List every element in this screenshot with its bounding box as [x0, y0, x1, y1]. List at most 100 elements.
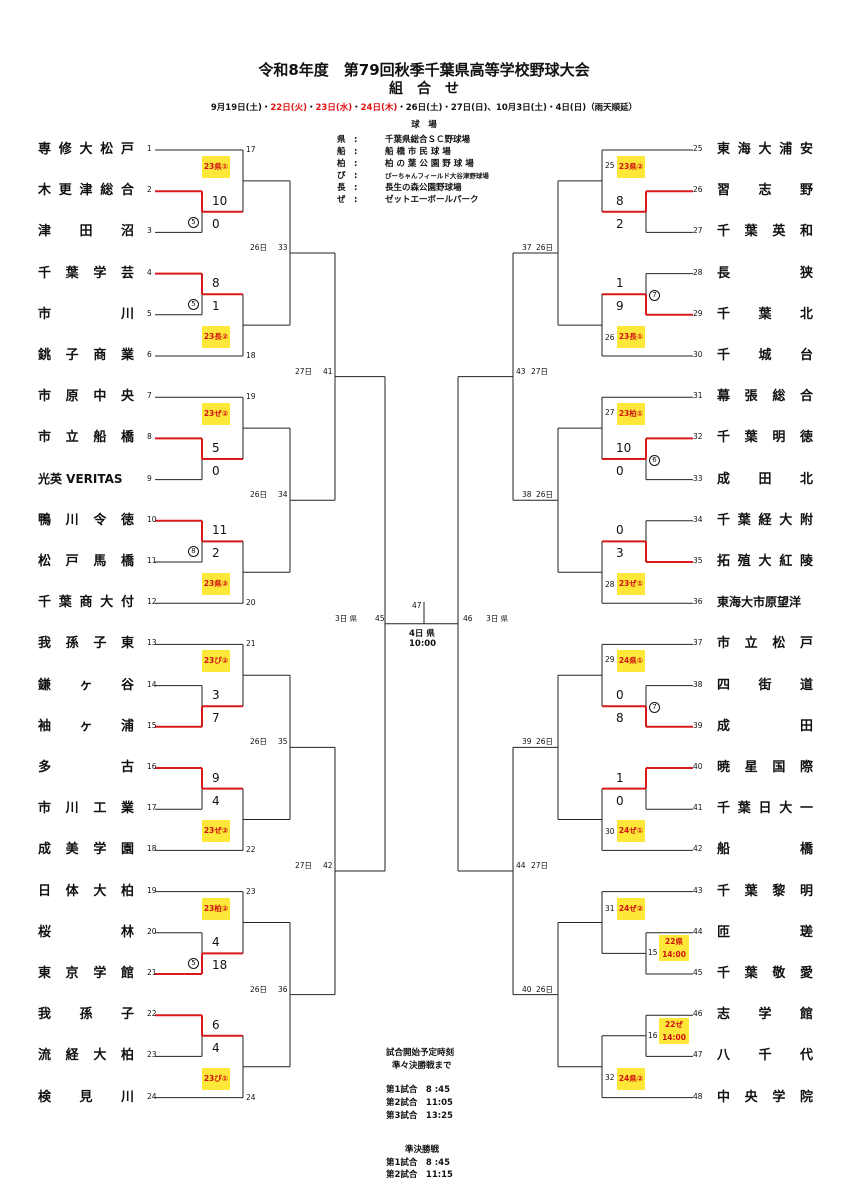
game-number: 18 [246, 351, 256, 360]
char: 津 [38, 224, 52, 240]
game-number: 24 [246, 1092, 256, 1102]
char: 代 [799, 1048, 813, 1064]
score-upper: 6 [212, 1017, 220, 1032]
char: 体 [65, 883, 79, 899]
team-seed-number: 19 [147, 885, 157, 895]
char: 大 [93, 1048, 107, 1064]
char: 戸 [799, 636, 813, 652]
char: 経 [65, 1048, 79, 1064]
char: 我 [38, 636, 52, 652]
char: 千 [38, 265, 52, 281]
score-lower: 7 [212, 711, 220, 726]
score-lower: 2 [616, 216, 624, 231]
game-order-circle: 8 [188, 546, 199, 558]
char: 桜 [38, 924, 52, 940]
team-name: 成田北 [717, 473, 813, 486]
team-seed-number: 9 [147, 473, 152, 483]
venue-highlight: 24ぜ② [617, 897, 645, 920]
game-number: 25 [605, 161, 615, 170]
char: 大 [779, 801, 793, 817]
char: 葉 [65, 265, 79, 281]
team-seed-number: 23 [147, 1050, 157, 1060]
date-segment: 22日(火) [270, 103, 307, 113]
score-lower: 3 [616, 546, 624, 561]
team-name: 千葉経大附 [717, 514, 813, 527]
team-seed-number: 6 [147, 350, 152, 359]
char: 千 [717, 348, 731, 363]
char: 館 [120, 966, 134, 981]
game-number: 28 [605, 580, 615, 590]
game-order-circle: 5 [188, 299, 199, 311]
game-day: 27日 [295, 861, 313, 870]
game-number: 33 [278, 243, 288, 252]
char: 柏 [120, 1048, 134, 1064]
team-name: 習志野 [717, 184, 813, 197]
char: 千 [717, 966, 731, 981]
team-name: 松戸馬橋 [38, 555, 134, 568]
char: 日 [758, 801, 772, 817]
char: 葉 [744, 224, 758, 240]
team-name: 千葉明徳 [717, 431, 813, 444]
game-order-circle: 7 [649, 290, 660, 302]
score-upper: 4 [212, 935, 220, 950]
char: 和 [799, 224, 813, 240]
team-seed-number: 42 [693, 844, 703, 854]
team-seed-number: 30 [693, 350, 703, 359]
semi-game: 第2試合 11:15 [386, 1170, 453, 1180]
char: 明 [772, 430, 786, 446]
char: 戸 [65, 554, 79, 569]
score-lower: 2 [212, 546, 220, 561]
venue-abbr: 柏 : [337, 159, 358, 169]
team-name: 東京学館 [38, 967, 134, 980]
team-seed-number: 29 [693, 308, 703, 318]
venue-heading: 球 場 [411, 120, 437, 130]
char: 市 [38, 306, 52, 322]
game-number: 40 [522, 984, 532, 994]
game-day: 3日 県 [335, 613, 358, 623]
team-seed-number: 41 [693, 803, 703, 813]
schedule-game: 第1試合 8 :45 [386, 1085, 451, 1095]
game-day: 26日 [250, 490, 268, 500]
team-seed-number: 4 [147, 267, 152, 277]
char: 千 [717, 306, 731, 322]
game-day: 26日 [250, 737, 268, 747]
score-upper: 10 [616, 441, 632, 455]
char: 千 [758, 1048, 772, 1064]
team-name: 多古 [38, 761, 134, 774]
team-seed-number: 34 [693, 514, 703, 524]
team-name: 千城台 [717, 349, 813, 362]
char: 合 [120, 183, 134, 199]
venue-highlight: 23ぜ③ [202, 820, 230, 843]
char: 千 [717, 801, 731, 817]
char: 習 [717, 183, 731, 199]
char: 一 [799, 801, 813, 817]
team-seed-number: 24 [147, 1091, 157, 1101]
team-name: 検見川 [38, 1091, 134, 1104]
venue-highlight: 23県② [617, 156, 645, 178]
final-number: 47 [412, 600, 422, 610]
game-number: 20 [246, 598, 256, 608]
team-name: 幕張総合 [717, 390, 813, 403]
char: 大 [79, 142, 93, 157]
char: 台 [799, 348, 813, 363]
score-upper: 0 [616, 688, 624, 703]
char: 商 [79, 595, 93, 611]
char: 大 [100, 595, 114, 611]
char: 田 [79, 224, 93, 240]
char: 四 [717, 677, 731, 693]
char: 工 [93, 801, 107, 817]
game-day: 26日 [536, 243, 554, 252]
game-number: 30 [605, 827, 615, 837]
char: 経 [758, 512, 772, 528]
char: 城 [758, 348, 772, 363]
char: 敬 [772, 966, 786, 981]
char: 芸 [120, 265, 134, 281]
venue-name: ゼットエーボールパーク [385, 195, 479, 205]
char: 浦 [779, 142, 793, 157]
char: 多 [38, 760, 52, 775]
page-subtitle: 組 合 せ [389, 81, 459, 97]
score-upper: 5 [212, 441, 220, 455]
game-number: 22 [246, 845, 256, 855]
team-seed-number: 14 [147, 679, 157, 689]
team-seed-number: 20 [147, 926, 157, 936]
